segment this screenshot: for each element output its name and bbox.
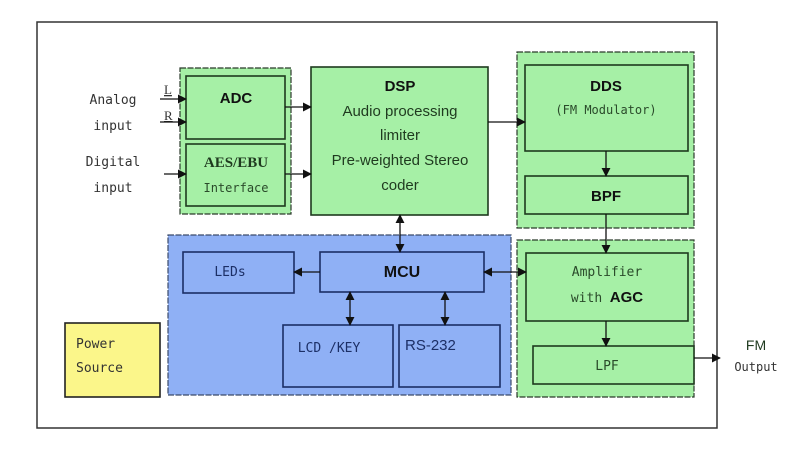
- dds-block: [524, 64, 689, 152]
- fm-output-label-line2: Output: [734, 360, 777, 374]
- dds-subtitle: (FM Modulator): [555, 103, 656, 117]
- aes-ebu-title: AES/EBU: [204, 155, 268, 171]
- fm-output-label: FM: [746, 337, 766, 353]
- aes-ebu-subtitle: Interface: [203, 181, 268, 195]
- amplifier-line2: with AGC: [571, 289, 643, 306]
- amplifier-with-text: with: [571, 291, 602, 306]
- dsp-line: Audio processing: [342, 103, 457, 120]
- digital-input-label: Digital: [86, 155, 141, 170]
- dsp-line: coder: [381, 177, 419, 194]
- aes-ebu-block: [185, 143, 286, 207]
- left-channel-label: L: [164, 82, 172, 97]
- amplifier-agc-block: [525, 252, 689, 322]
- adc-block: [185, 75, 286, 140]
- agc-text: AGC: [610, 289, 644, 306]
- analog-input-label: Analog: [90, 93, 137, 108]
- leds-title: LEDs: [214, 265, 245, 280]
- amplifier-line1: Amplifier: [572, 265, 643, 280]
- leds-block: [182, 251, 295, 294]
- bpf-title: BPF: [591, 188, 621, 205]
- right-channel-label: R: [164, 108, 173, 123]
- dsp-title: DSP: [385, 78, 416, 95]
- lcd-key-block: [282, 324, 394, 388]
- lpf-title: LPF: [595, 359, 619, 374]
- lcd-key-title: LCD /KEY: [298, 341, 361, 356]
- rs232-block: [398, 324, 501, 388]
- dds-title: DDS: [590, 78, 622, 95]
- rs232-title: RS-232: [405, 337, 456, 354]
- mcu-title: MCU: [384, 264, 420, 281]
- dsp-line: limiter: [380, 127, 420, 144]
- dsp-line: Pre-weighted Stereo: [332, 152, 469, 169]
- power-source-line1: Power: [76, 337, 115, 352]
- power-source-block: [64, 322, 161, 398]
- analog-input-label-2: input: [93, 119, 132, 134]
- digital-input-label-2: input: [93, 181, 132, 196]
- lpf-block: [532, 345, 695, 385]
- adc-title: ADC: [220, 90, 253, 107]
- power-source-line2: Source: [76, 361, 123, 376]
- dsp-block: [310, 66, 489, 216]
